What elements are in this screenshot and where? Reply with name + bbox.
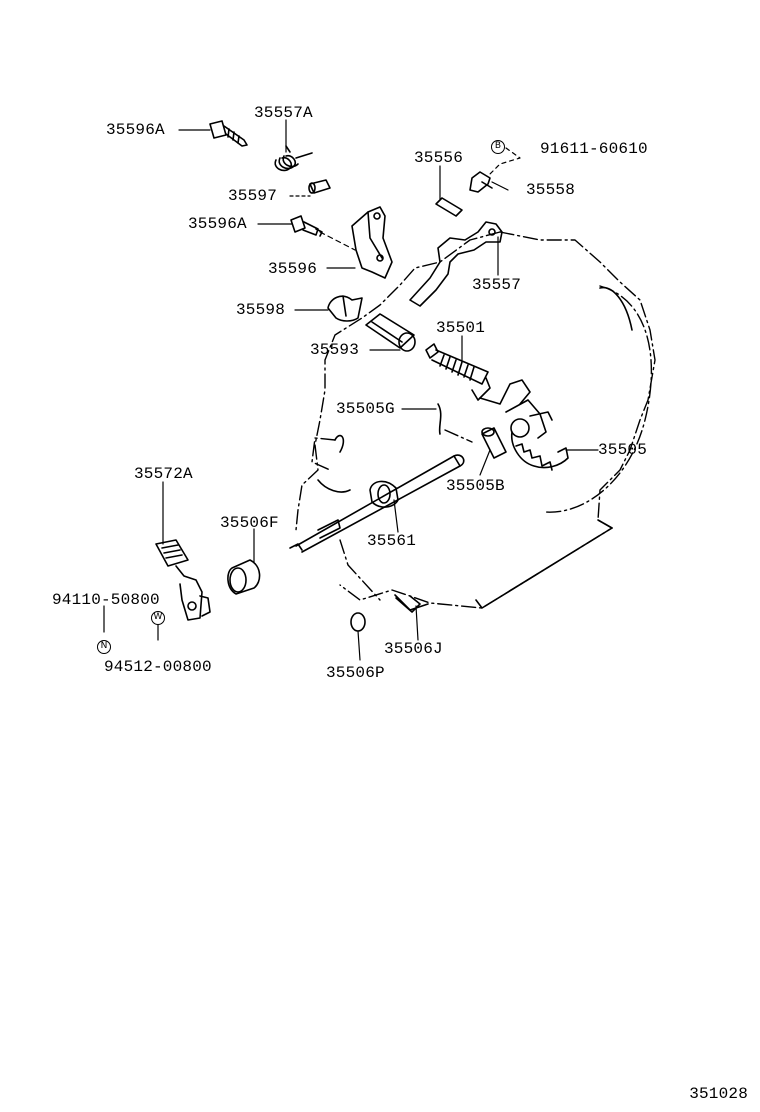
dashed-leader-bolt-to-bracket: [319, 231, 356, 251]
bushing-35505B-drawing: [481, 427, 507, 459]
part-label-35561[interactable]: 35561: [367, 532, 417, 550]
part-label-35505B[interactable]: 35505B: [446, 477, 505, 495]
spring-35557A-drawing: [274, 145, 313, 172]
part-label-35598[interactable]: 35598: [236, 301, 286, 319]
n-mark-icon: N: [97, 640, 111, 654]
pin-35556-drawing: [435, 197, 463, 217]
diagram-code: 351028: [689, 1085, 748, 1103]
bolt-35596A-top-drawing: [209, 120, 248, 147]
shaft-35501-drawing: [425, 343, 531, 405]
part-label-35593[interactable]: 35593: [310, 341, 360, 359]
lever-35572A-drawing: [155, 539, 211, 621]
part-label-94512-00800[interactable]: 94512-00800: [104, 658, 212, 676]
part-label-35557A[interactable]: 35557A: [254, 104, 313, 122]
part-label-35596A-top[interactable]: 35596A: [106, 121, 165, 139]
clip-35558-drawing: [469, 171, 493, 193]
part-label-35505[interactable]: 35505: [598, 441, 648, 459]
part-label-35597[interactable]: 35597: [228, 187, 278, 205]
long-shaft-35561-drawing: [289, 454, 465, 553]
part-label-35505G[interactable]: 35505G: [336, 400, 395, 418]
bushing-35506F-drawing: [227, 559, 261, 595]
part-label-35558[interactable]: 35558: [526, 181, 576, 199]
bolt-35596A-middle-drawing: [290, 215, 323, 237]
part-label-94110-50800[interactable]: 94110-50800: [52, 591, 160, 609]
detent-spring-35557-drawing: [409, 221, 503, 307]
part-label-35556[interactable]: 35556: [414, 149, 464, 167]
ring-35505G-drawing: [437, 403, 442, 435]
bracket-35596-drawing: [351, 206, 393, 279]
seal-35506P-drawing: [350, 612, 366, 632]
sleeve-35593-drawing: [365, 313, 416, 352]
part-label-35596[interactable]: 35596: [268, 260, 318, 278]
clip-35598-drawing: [327, 295, 363, 322]
leader-lines: [103, 119, 599, 661]
detent-lever-35505-drawing: [505, 399, 569, 471]
pin-35597-drawing: [308, 179, 331, 194]
transmission-housing-outline: [295, 231, 656, 609]
part-label-35596A-middle[interactable]: 35596A: [188, 215, 247, 233]
b-mark-icon: B: [491, 140, 505, 154]
part-label-35506P[interactable]: 35506P: [326, 664, 385, 682]
part-label-35572A[interactable]: 35572A: [134, 465, 193, 483]
dashed-leader-91611: [487, 147, 521, 177]
part-label-35506F[interactable]: 35506F: [220, 514, 279, 532]
part-label-91611-60610[interactable]: 91611-60610: [540, 140, 648, 158]
part-label-35557[interactable]: 35557: [472, 276, 522, 294]
part-label-35501[interactable]: 35501: [436, 319, 486, 337]
part-label-35506J[interactable]: 35506J: [384, 640, 443, 658]
w-mark-icon: W: [151, 611, 165, 625]
